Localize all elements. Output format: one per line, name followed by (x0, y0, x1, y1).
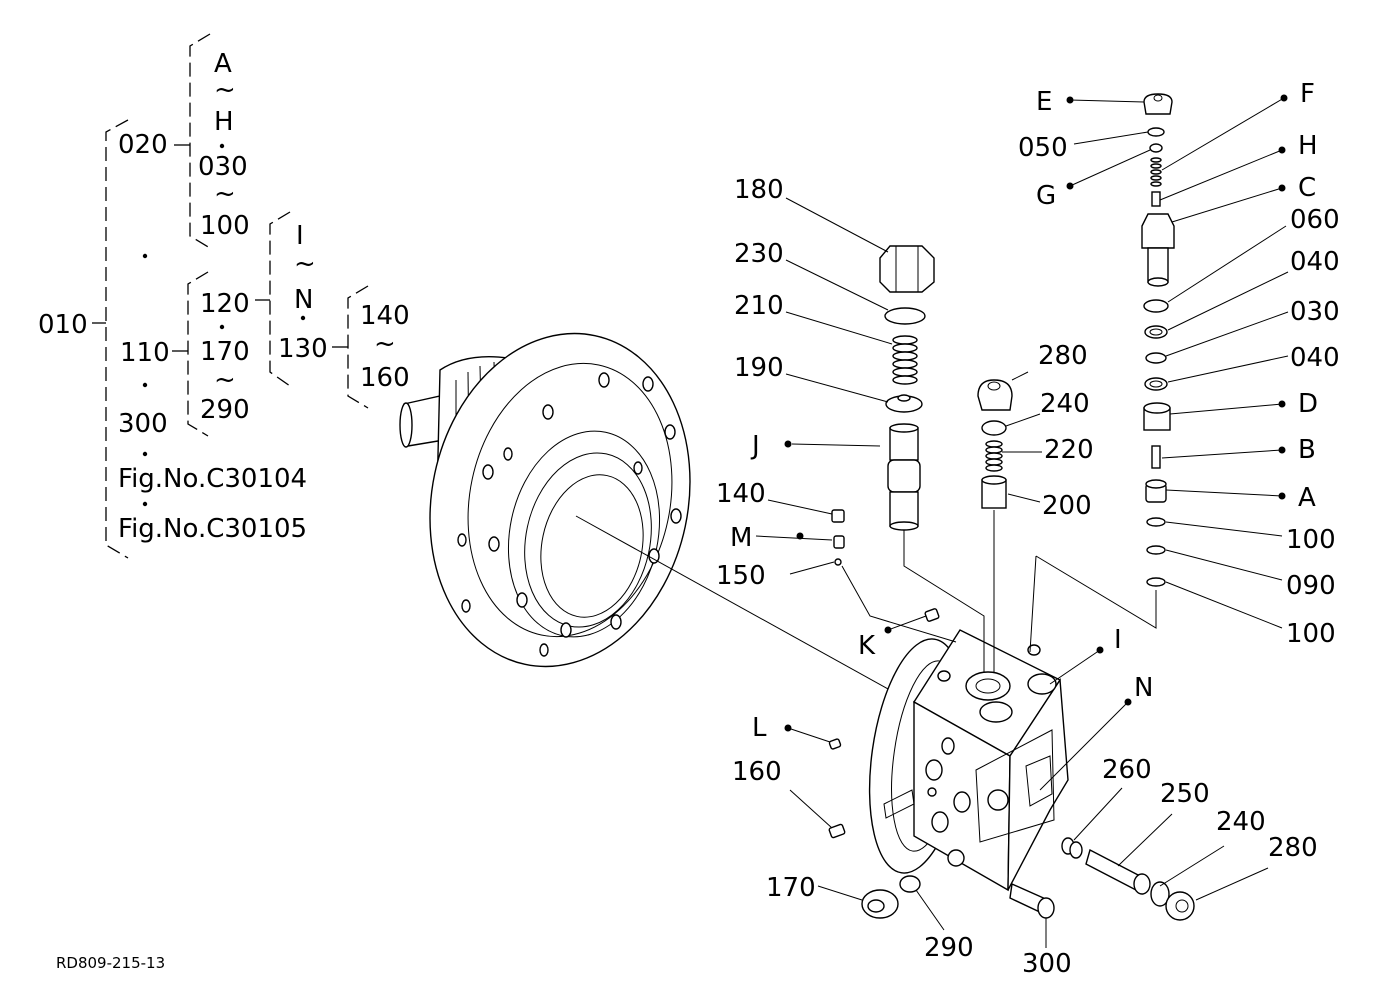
tree-N: N (294, 285, 313, 315)
label-280-top: 280 (1038, 341, 1088, 371)
tree-030: 030 (198, 152, 248, 182)
flange-bolt-holes (457, 372, 682, 657)
label-190: 190 (734, 353, 784, 383)
side-plug-parts (1061, 837, 1195, 921)
label-230: 230 (734, 239, 784, 269)
label-N: N (1134, 673, 1153, 703)
label-140: 140 (716, 479, 766, 509)
label-A: A (1298, 483, 1316, 513)
tree-fig-ref-1: Fig.No.C30104 (118, 464, 307, 494)
tree-I: I (296, 221, 304, 251)
tree-110: 110 (120, 338, 170, 368)
leader-housing-cover (575, 515, 909, 701)
tree-140: 140 (360, 301, 410, 331)
label-090: 090 (1286, 571, 1336, 601)
spring-210 (892, 335, 918, 385)
bottom-parts (861, 875, 1055, 919)
tree-120: 120 (200, 289, 250, 319)
label-170: 170 (766, 873, 816, 903)
leader-lines (755, 94, 1289, 948)
label-280-bottom: 280 (1268, 833, 1318, 863)
label-050: 050 (1018, 133, 1068, 163)
tree-H: H (214, 107, 234, 137)
check-valve-stack (977, 379, 1013, 509)
label-160: 160 (732, 757, 782, 787)
label-F: F (1300, 79, 1315, 109)
label-150: 150 (716, 561, 766, 591)
label-220: 220 (1044, 435, 1094, 465)
label-040-bottom: 040 (1290, 343, 1340, 373)
tree-290: 290 (200, 395, 250, 425)
label-L: L (752, 713, 767, 743)
small-plugs (828, 509, 940, 839)
label-I: I (1114, 625, 1122, 655)
tree-tilde-4: ~ (294, 249, 316, 279)
tree-010: 010 (38, 310, 88, 340)
label-D: D (1298, 389, 1318, 419)
label-260: 260 (1102, 755, 1152, 785)
bracket-020 (189, 33, 211, 249)
label-K: K (858, 631, 876, 661)
label-100-bottom: 100 (1286, 619, 1336, 649)
bracket-110 (187, 271, 209, 437)
spring-F (1150, 157, 1162, 187)
label-J: J (750, 431, 760, 461)
label-250: 250 (1160, 779, 1210, 809)
label-M: M (730, 523, 752, 553)
tree-160: 160 (360, 363, 410, 393)
motor-housing (399, 332, 691, 668)
spring-220 (985, 440, 1003, 472)
tree-tilde-3: ~ (214, 365, 236, 395)
tree-170: 170 (200, 337, 250, 367)
callout-labels: 180 230 210 190 J 140 M 150 K L 160 170 … (716, 79, 1340, 979)
tree-130: 130 (278, 334, 328, 364)
bracket-120 (269, 211, 291, 387)
tree-tilde-2: ~ (214, 179, 236, 209)
label-G: G (1036, 181, 1056, 211)
valve-block (868, 629, 1069, 892)
label-180: 180 (734, 175, 784, 205)
label-200: 200 (1042, 491, 1092, 521)
label-030: 030 (1290, 297, 1340, 327)
tree-020: 020 (118, 130, 168, 160)
tree-300: 300 (118, 409, 168, 439)
tree-tilde-5: ~ (374, 329, 396, 359)
label-240-bottom: 240 (1216, 807, 1266, 837)
tree-tilde-1: ~ (214, 75, 236, 105)
label-040-top: 040 (1290, 247, 1340, 277)
label-300: 300 (1022, 949, 1072, 979)
label-H: H (1298, 131, 1318, 161)
tree-A: A (214, 49, 232, 79)
drawing-code: RD809-215-13 (56, 954, 165, 972)
label-290: 290 (924, 933, 974, 963)
label-060: 060 (1290, 205, 1340, 235)
bracket-root (105, 119, 129, 559)
assembly-tree: 010 020 A ~ H 030 ~ 100 110 120 170 ~ 29… (38, 33, 410, 559)
assembly-centerlines (841, 510, 1157, 672)
label-B: B (1298, 435, 1316, 465)
label-C: C (1298, 173, 1316, 203)
tree-100: 100 (200, 211, 250, 241)
label-100-top: 100 (1286, 525, 1336, 555)
tree-fig-ref-2: Fig.No.C30105 (118, 514, 307, 544)
label-210: 210 (734, 291, 784, 321)
relief-valve-stack (879, 245, 935, 531)
label-240-top: 240 (1040, 389, 1090, 419)
right-valve-stack (1141, 93, 1175, 587)
label-E: E (1036, 87, 1052, 117)
